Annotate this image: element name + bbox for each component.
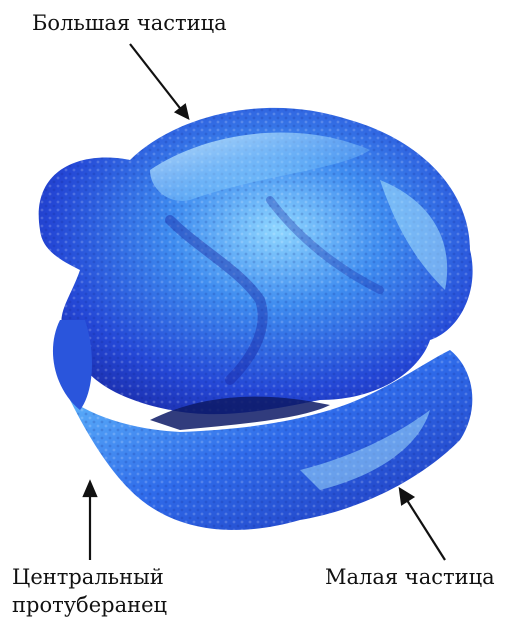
label-central-protuberance-line1: Центральный [12,564,164,590]
arrow-central-protuberance-head [84,482,96,496]
label-small-subunit: Малая частица [325,564,495,590]
label-central-protuberance-line2: протуберанец [12,592,167,618]
central-protuberance-shape [53,320,92,410]
arrow-small-subunit [405,497,445,560]
arrow-small-subunit-head [400,489,413,504]
arrow-large-subunit [130,44,183,112]
label-large-subunit: Большая частица [32,10,227,36]
